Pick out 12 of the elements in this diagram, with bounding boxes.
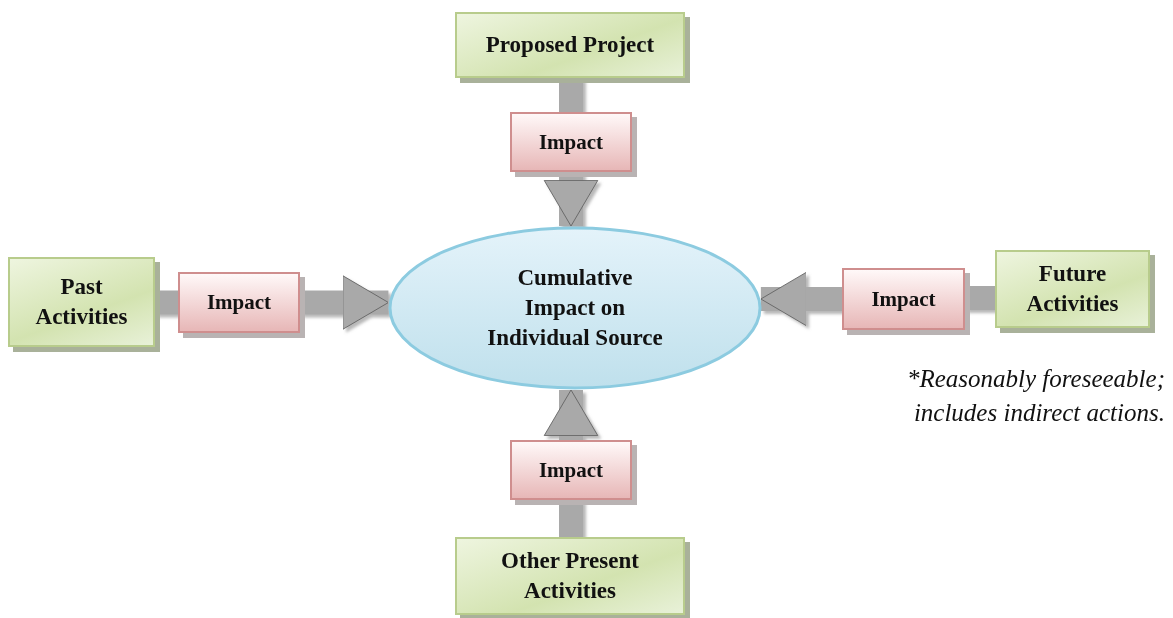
node-label: Impact bbox=[538, 129, 604, 155]
block-arrow bbox=[760, 271, 842, 327]
node-label: Past Activities bbox=[34, 273, 129, 331]
block-arrow bbox=[543, 389, 599, 440]
node-label: Cumulative Impact on Individual Source bbox=[486, 264, 664, 352]
node-label: Impact bbox=[206, 290, 272, 315]
node-label: Impact bbox=[538, 457, 604, 483]
footnote: *Reasonably foreseeable; includes indirect actions. bbox=[905, 364, 1165, 428]
node-label: Proposed Project bbox=[484, 31, 656, 60]
node-label: Other Present Activities bbox=[500, 547, 640, 605]
node-label: Impact bbox=[871, 286, 936, 312]
node-label: Future Activities bbox=[1025, 260, 1120, 318]
